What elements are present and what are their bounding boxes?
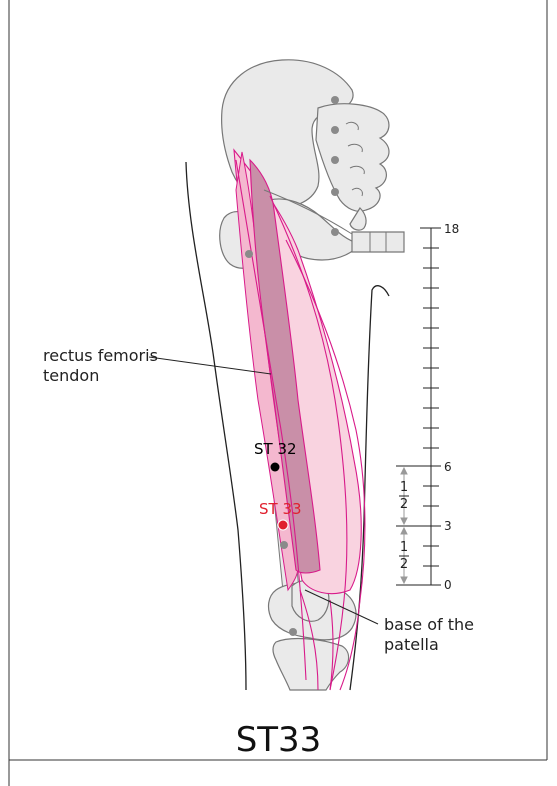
figure-caption: ST33: [0, 720, 557, 760]
scale-label-18: 18: [444, 222, 459, 236]
st32-marker: [271, 463, 280, 472]
fraction-upper-denominator: 2: [398, 498, 410, 512]
st33-label: ST 33: [259, 501, 302, 518]
rectus-femoris-label-line2: tendon: [43, 366, 99, 385]
patella-label-line2: patella: [384, 635, 439, 654]
st32-label: ST 32: [254, 441, 297, 458]
st33-marker: [278, 520, 288, 530]
scale-label-0: 0: [444, 578, 452, 592]
fraction-lower-denominator: 2: [398, 558, 410, 572]
rectus-femoris-label-line1: rectus femoris: [43, 346, 158, 365]
scale-label-3: 3: [444, 519, 452, 533]
scale-label-6: 6: [444, 460, 452, 474]
fraction-upper-numerator: 1: [398, 481, 410, 495]
patella-label-line1: base of the: [384, 615, 474, 634]
fraction-lower-numerator: 1: [398, 541, 410, 555]
